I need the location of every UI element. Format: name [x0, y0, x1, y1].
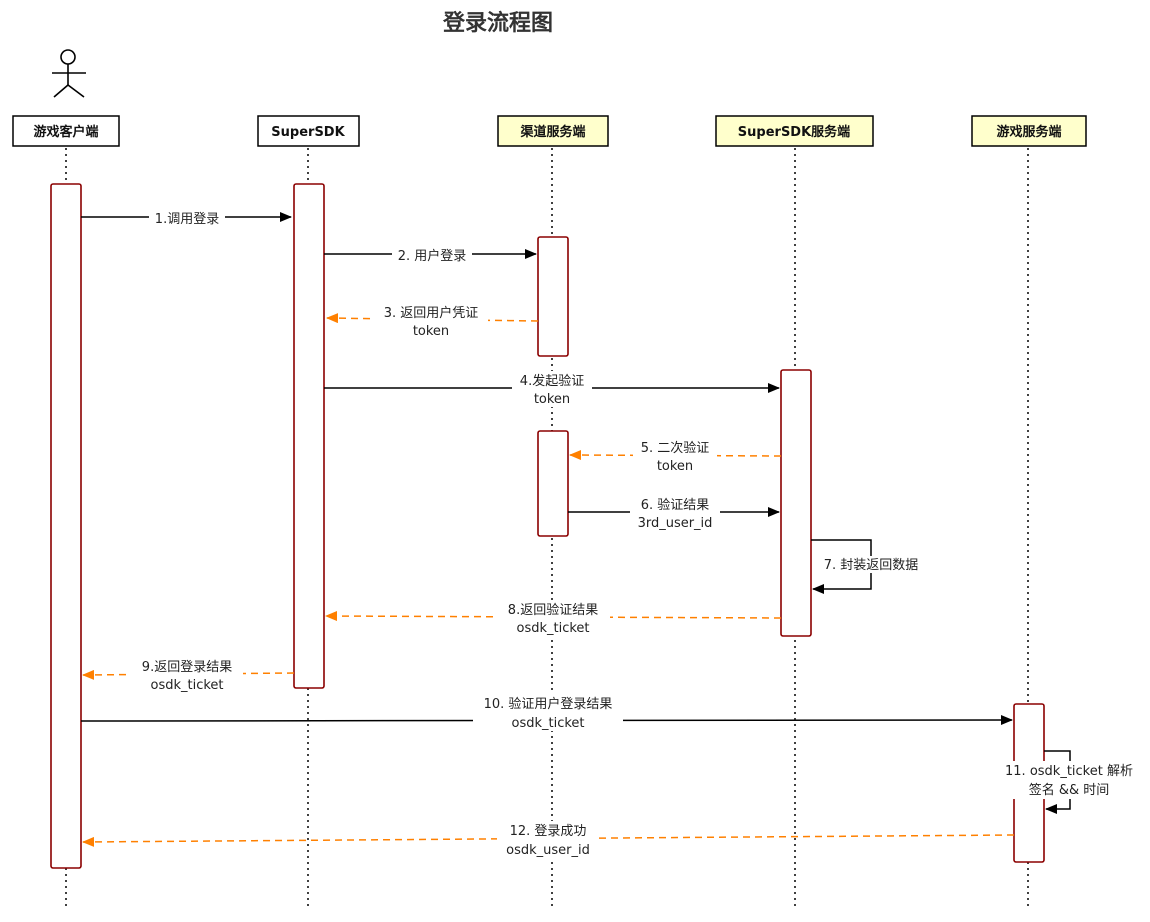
participant-game-client: 游戏客户端 [12, 115, 120, 147]
message-label: 1.调用登录 [155, 212, 219, 227]
message-label: 8.返回验证结果 [508, 602, 598, 618]
message-sublabel: 签名 && 时间 [1029, 782, 1110, 798]
message-label: 5. 二次验证 [641, 440, 710, 456]
participant-channel-server: 渠道服务端 [497, 115, 609, 147]
message-sublabel: osdk_ticket [511, 716, 584, 731]
message-7: 7. 封装返回数据 [811, 539, 927, 594]
message-label: 2. 用户登录 [398, 248, 467, 264]
message-12: 12. 登录成功 osdk_user_id [82, 821, 1015, 858]
activation-supersdk [293, 183, 325, 689]
message-label: 4.发起验证 [520, 373, 584, 389]
participant-supersdk-server: SuperSDK服务端 [715, 115, 874, 147]
message-sublabel: token [534, 392, 570, 407]
message-3: 3. 返回用户凭证 token [326, 303, 539, 339]
participant-supersdk: SuperSDK [257, 115, 360, 147]
message-9: 9.返回登录结果 osdk_ticket [82, 657, 295, 693]
message-label: 11. osdk_ticket 解析 [1005, 764, 1133, 779]
message-sublabel: 3rd_user_id [638, 516, 713, 531]
activation-game-client [50, 183, 82, 869]
actor-icon [52, 49, 86, 98]
message-4: 4.发起验证 token [324, 371, 780, 407]
participant-game-server: 游戏服务端 [971, 115, 1087, 147]
message-label: 7. 封装返回数据 [824, 558, 919, 573]
message-label: 10. 验证用户登录结果 [484, 696, 613, 712]
activations [50, 183, 1045, 869]
participant-label: 渠道服务端 [519, 124, 585, 140]
message-sublabel: osdk_user_id [506, 843, 590, 858]
message-sublabel: token [413, 324, 449, 339]
activation-channel-server-2 [537, 430, 569, 537]
message-1: 1.调用登录 [81, 210, 292, 227]
participant-label: 游戏服务端 [996, 124, 1061, 140]
message-arrow [325, 611, 782, 622]
participant-label: 游戏客户端 [33, 124, 98, 140]
message-6: 6. 验证结果 3rd_user_id [568, 495, 780, 531]
message-2: 2. 用户登录 [324, 247, 537, 264]
activation-supersdk-server [780, 369, 812, 637]
message-label: 12. 登录成功 [510, 824, 587, 839]
message-sublabel: osdk_ticket [150, 678, 223, 693]
activation-channel-server-1 [537, 236, 569, 357]
message-label: 6. 验证结果 [641, 497, 710, 513]
message-5: 5. 二次验证 token [569, 438, 782, 474]
message-label: 9.返回登录结果 [142, 660, 232, 675]
message-sublabel: osdk_ticket [516, 621, 589, 636]
message-sublabel: token [657, 459, 693, 474]
message-label: 3. 返回用户凭证 [384, 305, 479, 321]
message-10: 10. 验证用户登录结果 osdk_ticket [80, 694, 1013, 731]
message-8: 8.返回验证结果 osdk_ticket [325, 600, 782, 636]
message-11: 11. osdk_ticket 解析 签名 && 时间 [996, 750, 1144, 814]
diagram-title: 登录流程图 [442, 10, 553, 36]
participant-label: SuperSDK服务端 [738, 124, 850, 140]
participant-label: SuperSDK [271, 125, 345, 140]
